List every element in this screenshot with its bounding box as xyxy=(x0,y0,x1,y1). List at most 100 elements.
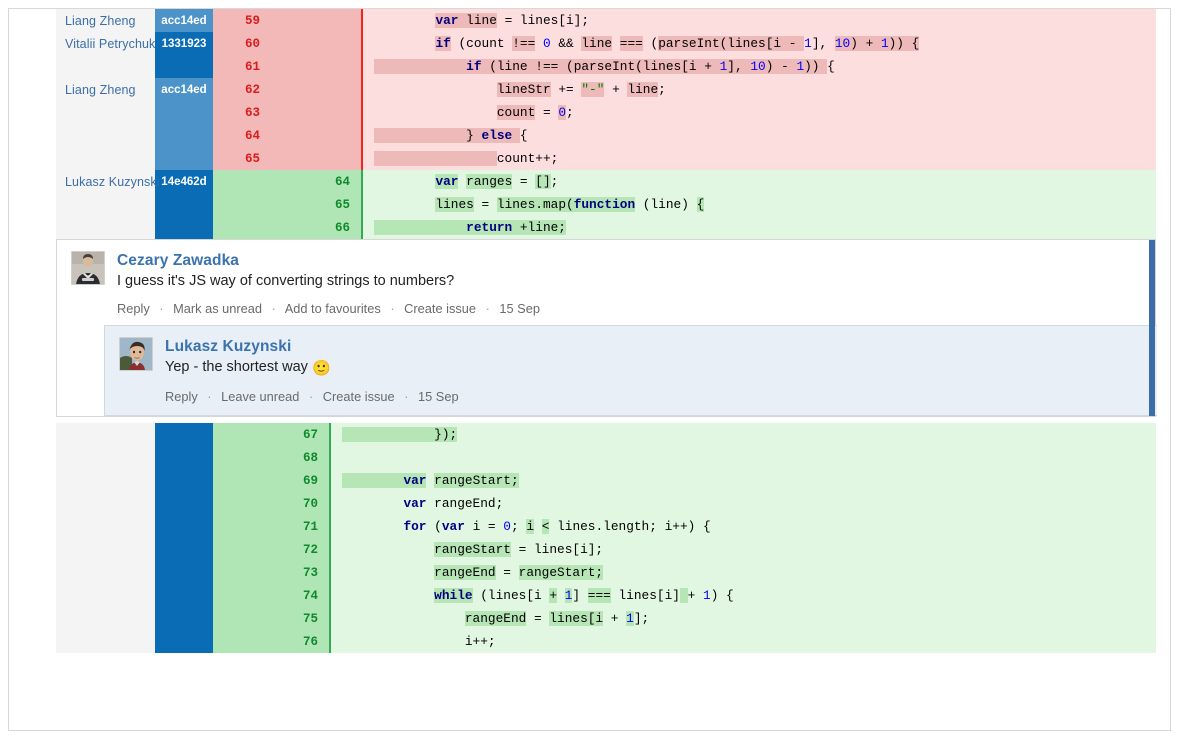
diff-row[interactable]: 70 var rangeEnd; xyxy=(56,492,1156,515)
diff-row[interactable]: Lukasz Kuzynski 14e462d 64 var ranges = … xyxy=(56,170,1156,193)
diff-block-bottom: 67 }); 68 69 var rangeStart; 70 xyxy=(56,423,1156,653)
blame-commit-hash[interactable] xyxy=(155,216,213,239)
blame-commit-hash[interactable] xyxy=(155,538,213,561)
action-mark-as-unread[interactable]: Mark as unread xyxy=(173,301,263,316)
line-number: 68 xyxy=(213,446,330,469)
diff-row[interactable]: 65 lines = lines.map(function (line) { xyxy=(56,193,1156,216)
code-line: var rangeEnd; xyxy=(329,492,1156,515)
blame-commit-hash[interactable] xyxy=(155,515,213,538)
blame-author[interactable] xyxy=(56,101,155,124)
blame-commit-hash[interactable] xyxy=(155,193,213,216)
diff-row[interactable]: 68 xyxy=(56,446,1156,469)
line-number: 75 xyxy=(213,607,330,630)
blame-commit-hash[interactable]: acc14ed xyxy=(155,78,213,101)
blame-commit-hash[interactable]: 14e462d xyxy=(155,170,213,193)
blame-author[interactable]: Lukasz Kuzynski xyxy=(56,170,160,193)
blame-author[interactable] xyxy=(56,469,155,492)
diff-row[interactable]: 73 rangeEnd = rangeStart; xyxy=(56,561,1156,584)
action-add-to-favourites[interactable]: Add to favourites xyxy=(284,301,381,316)
line-number: 71 xyxy=(213,515,330,538)
diff-row[interactable]: 63 count = 0; xyxy=(56,101,1156,124)
diff-row[interactable]: 72 rangeStart = lines[i]; xyxy=(56,538,1156,561)
blame-author[interactable]: Liang Zheng xyxy=(56,78,155,101)
diff-row[interactable]: 76 i++; xyxy=(56,630,1156,653)
blame-commit-hash[interactable]: acc14ed xyxy=(155,9,213,32)
blame-commit-hash[interactable] xyxy=(155,469,213,492)
comment-author[interactable]: Lukasz Kuzynski xyxy=(165,338,292,355)
blame-commit-hash[interactable] xyxy=(155,607,213,630)
diff-row[interactable]: 67 }); xyxy=(56,423,1156,446)
code-line: var ranges = []; xyxy=(361,170,1156,193)
action-create-issue[interactable]: Create issue xyxy=(404,301,476,316)
avatar[interactable] xyxy=(71,251,105,285)
code-line: count++; xyxy=(361,147,1156,170)
blame-author[interactable]: Vitalii Petrychuk xyxy=(56,32,155,55)
blame-author[interactable] xyxy=(56,607,155,630)
avatar[interactable] xyxy=(119,337,153,371)
diff-row[interactable]: 61 if (line !== (parseInt(lines[i + 1], … xyxy=(56,55,1156,78)
blame-commit-hash[interactable] xyxy=(155,561,213,584)
comment-reply[interactable]: Lukasz Kuzynski Yep - the shortest way 🙂… xyxy=(104,325,1157,416)
diff-row[interactable]: Vitalii Petrychuk 1331923 60 if (count !… xyxy=(56,32,1156,55)
blame-commit-hash[interactable] xyxy=(155,630,213,653)
action-reply[interactable]: Reply xyxy=(117,301,150,316)
line-number: 61 xyxy=(213,55,362,78)
diff-review-page: Liang Zheng acc14ed 59 var line = lines[… xyxy=(8,8,1171,731)
blame-commit-hash[interactable] xyxy=(155,101,213,124)
diff-row[interactable]: Liang Zheng acc14ed 59 var line = lines[… xyxy=(56,9,1156,32)
diff-row[interactable]: 75 rangeEnd = lines[i + 1]; xyxy=(56,607,1156,630)
action-reply[interactable]: Reply xyxy=(165,389,198,404)
code-line: if (count !== 0 && line === (parseInt(li… xyxy=(361,32,1156,55)
comment-author[interactable]: Cezary Zawadka xyxy=(117,252,240,269)
diff-row[interactable]: 74 while (lines[i + 1] === lines[i] + 1)… xyxy=(56,584,1156,607)
blame-author[interactable] xyxy=(56,55,155,78)
code-line: return +line; xyxy=(361,216,1156,239)
blame-author[interactable] xyxy=(56,492,155,515)
blame-commit-hash[interactable] xyxy=(155,423,213,446)
blame-author[interactable] xyxy=(56,584,155,607)
blame-commit-hash[interactable] xyxy=(155,584,213,607)
action-separator: · xyxy=(207,389,212,404)
action-separator: · xyxy=(390,301,395,316)
blame-author[interactable] xyxy=(56,446,155,469)
diff-row[interactable]: 66 return +line; xyxy=(56,216,1156,239)
blame-author[interactable] xyxy=(56,515,155,538)
comment-root[interactable]: Cezary Zawadka I guess it's JS way of co… xyxy=(56,239,1157,417)
blame-commit-hash[interactable] xyxy=(155,55,213,78)
diff-row[interactable]: 64 } else { xyxy=(56,124,1156,147)
blame-author[interactable] xyxy=(56,147,155,170)
smiley-icon: 🙂 xyxy=(311,360,331,377)
blame-commit-hash[interactable] xyxy=(155,492,213,515)
diff-row[interactable]: 65 count++; xyxy=(56,147,1156,170)
code-line: lines = lines.map(function (line) { xyxy=(361,193,1156,216)
action-create-issue[interactable]: Create issue xyxy=(322,389,395,404)
blame-author[interactable] xyxy=(56,423,155,446)
blame-author[interactable] xyxy=(56,538,155,561)
diff-row[interactable]: 71 for (var i = 0; i < lines.length; i++… xyxy=(56,515,1156,538)
line-number: 66 xyxy=(213,216,362,239)
blame-commit-hash[interactable]: 1331923 xyxy=(155,32,213,55)
blame-author[interactable] xyxy=(56,216,155,239)
blame-author[interactable] xyxy=(56,630,155,653)
action-separator: · xyxy=(271,301,276,316)
diff-row[interactable]: Liang Zheng acc14ed 62 lineStr += "-" + … xyxy=(56,78,1156,101)
blame-commit-hash[interactable] xyxy=(155,446,213,469)
line-number: 64 xyxy=(213,170,362,193)
comment-text-body: Yep - the shortest way xyxy=(165,359,308,375)
action-leave-unread[interactable]: Leave unread xyxy=(221,389,300,404)
action-separator: · xyxy=(404,389,409,404)
code-line: if (line !== (parseInt(lines[i + 1], 10)… xyxy=(361,55,1156,78)
blame-commit-hash[interactable] xyxy=(155,124,213,147)
blame-author[interactable]: Liang Zheng xyxy=(56,9,155,32)
action-separator: · xyxy=(485,301,490,316)
blame-author[interactable] xyxy=(56,193,155,216)
code-line: }); xyxy=(329,423,1156,446)
blame-commit-hash[interactable] xyxy=(155,147,213,170)
block-spacer xyxy=(9,417,1170,423)
blame-author[interactable] xyxy=(56,124,155,147)
blame-author[interactable] xyxy=(56,561,155,584)
line-number: 59 xyxy=(213,9,362,32)
unread-indicator xyxy=(1149,240,1155,416)
code-line: rangeStart = lines[i]; xyxy=(329,538,1156,561)
diff-row[interactable]: 69 var rangeStart; xyxy=(56,469,1156,492)
